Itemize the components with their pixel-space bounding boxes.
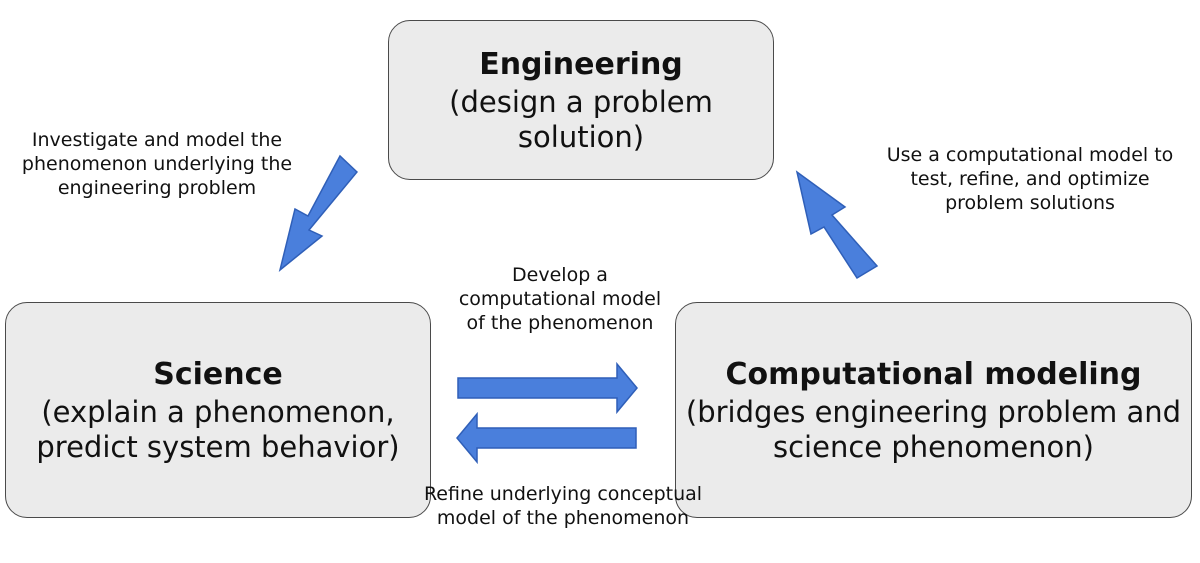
science-node: Science (explain a phenomenon, predict s…	[5, 302, 431, 518]
engineering-node: Engineering (design a problem solution)	[388, 20, 774, 180]
engineering-title: Engineering	[479, 46, 683, 82]
edge-label-computational-to-science: Refine underlying conceptual model of th…	[423, 483, 703, 529]
arrow-computational-to-engineering	[795, 170, 879, 280]
science-title: Science	[153, 356, 283, 392]
computational-modeling-node: Computational modeling (bridges engineer…	[675, 302, 1192, 518]
edge-label-engineering-to-science: Investigate and model the phenomenon und…	[21, 129, 293, 199]
arrow-engineering-to-science	[278, 154, 359, 272]
edge-label-science-to-computational: Develop a computational model of the phe…	[458, 264, 662, 334]
computational-modeling-subtitle: (bridges engineering problem and science…	[685, 394, 1182, 464]
science-subtitle: (explain a phenomenon, predict system be…	[36, 394, 400, 464]
arrow-science-to-computational	[457, 361, 638, 415]
arrow-computational-to-science	[456, 411, 637, 465]
computational-modeling-title: Computational modeling	[725, 356, 1142, 392]
edge-label-computational-to-engineering: Use a computational model to test, refin…	[886, 144, 1174, 214]
engineering-subtitle: (design a problem solution)	[449, 84, 713, 154]
